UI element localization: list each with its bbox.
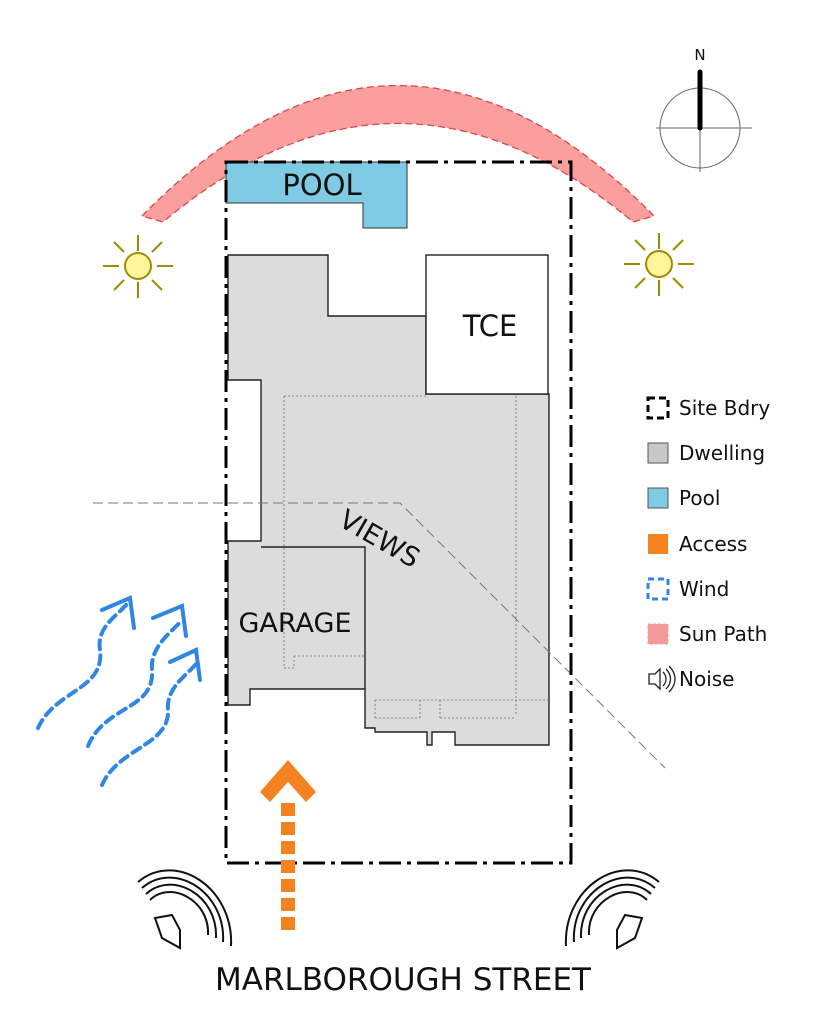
dwelling-swatch: [647, 442, 669, 464]
access-arrow: [260, 760, 316, 930]
noise-icon: [648, 665, 676, 693]
wind-arrow-3-head: [168, 647, 202, 682]
interior-dotted-lines: [283, 395, 548, 719]
legend-item-wind: Wind: [646, 577, 729, 601]
north-compass: [656, 69, 752, 172]
legend-item-sun-path: Sun Path: [647, 622, 767, 646]
site-boundary-swatch: [646, 396, 670, 420]
pool-swatch: [647, 487, 669, 509]
wind-arrows: [36, 595, 202, 787]
wind-arrow-2: [86, 618, 184, 748]
access-swatch: [648, 534, 668, 554]
garage-label: GARAGE: [238, 608, 351, 639]
legend-label: Dwelling: [679, 441, 765, 465]
terrace-area: [425, 254, 549, 395]
legend-label: Noise: [679, 667, 734, 691]
legend-item-access: Access: [648, 532, 747, 556]
street-label: MARLBOROUGH STREET: [215, 962, 592, 998]
site-boundary: [224, 160, 573, 865]
sun-path-arc: [140, 84, 656, 223]
legend-label: Sun Path: [679, 622, 767, 646]
legend-label: Access: [679, 532, 747, 556]
legend-label: Site Bdry: [679, 396, 770, 420]
legend-label: Wind: [679, 577, 729, 601]
wind-arrow-1-head: [100, 595, 136, 630]
legend-item-dwelling: Dwelling: [647, 441, 765, 465]
tce-label: TCE: [462, 309, 518, 343]
sun-icon-east: [624, 233, 694, 296]
wind-arrow-2-head: [151, 603, 188, 638]
legend-item-site-boundary: Site Bdry: [646, 396, 770, 420]
legend-item-pool: Pool: [647, 486, 720, 510]
north-label: N: [694, 46, 705, 64]
legend-label: Pool: [679, 486, 720, 510]
noise-icon-left: [137, 869, 233, 950]
pool-label: POOL: [282, 168, 361, 202]
wind-arrow-1: [36, 598, 132, 730]
sun-path-swatch: [647, 623, 669, 645]
noise-icon-right: [564, 869, 660, 950]
legend-item-noise: Noise: [648, 665, 734, 693]
garage-outline: [261, 546, 366, 689]
sun-icon-west: [103, 235, 173, 298]
wind-arrow-3: [100, 662, 198, 787]
legend: Site Bdry Dwelling Pool Access Wind Sun …: [646, 396, 770, 693]
wind-swatch: [646, 577, 670, 601]
views-line: [93, 502, 666, 769]
